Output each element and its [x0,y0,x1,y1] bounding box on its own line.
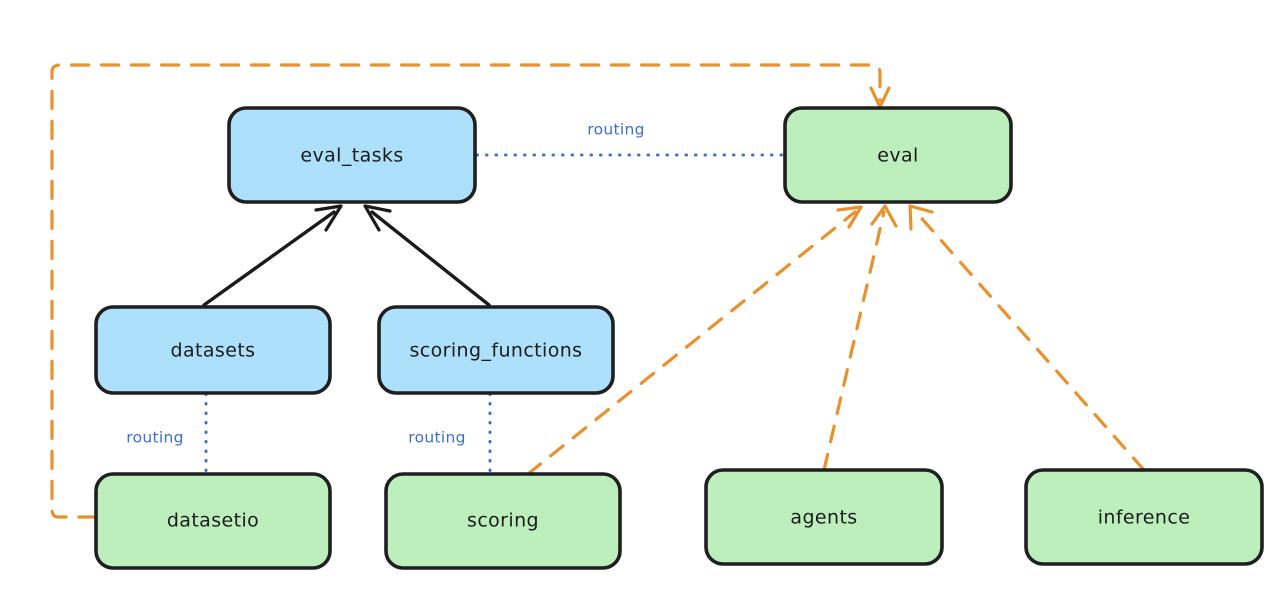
node-label: agents [790,507,857,529]
node-eval[interactable]: eval [783,106,1013,204]
node-shape [783,106,1013,204]
node-layer: eval_tasks eval datasets scoring_functio… [94,106,1264,570]
edge-label-routing-eval-tasks-eval: routing [587,121,645,139]
node-shape [227,106,477,204]
node-shape [384,472,622,570]
node-shape [1024,468,1264,566]
edge-scoring-functions-eval-tasks[interactable] [363,204,491,307]
node-label: eval_tasks [300,145,403,167]
node-datasetio[interactable]: datasetio [94,472,332,570]
edge-agents-eval[interactable] [822,204,898,472]
node-label: datasets [171,340,256,362]
node-datasets[interactable]: datasets [94,305,332,395]
node-eval-tasks[interactable]: eval_tasks [227,106,477,204]
node-shape [94,472,332,570]
node-label: datasetio [167,510,259,532]
node-label: eval [877,145,918,167]
node-label: scoring [467,510,539,532]
node-scoring[interactable]: scoring [384,472,622,570]
edge-path [914,210,1146,472]
arrowhead [870,204,898,228]
arrowhead [908,204,934,231]
edge-scoring-eval[interactable] [526,205,863,476]
arrowhead [363,204,392,232]
edge-label-routing-scoring-functions-scoring: routing [408,429,466,447]
edge-label-routing-datasets-datasetio: routing [126,429,184,447]
arrowhead [869,86,891,109]
edge-path [822,210,886,472]
edge-datasets-eval-tasks[interactable] [202,204,343,307]
edge-path [202,210,336,307]
arrowhead [836,205,863,229]
edge-path [370,210,491,307]
edge-datasetio-eval[interactable] [50,63,891,519]
arrowhead [314,204,343,232]
edge-inference-eval[interactable] [908,204,1146,472]
edge-path [50,63,882,519]
node-label: inference [1098,507,1191,529]
node-shape [377,305,615,395]
node-label: scoring_functions [410,340,583,362]
node-inference[interactable]: inference [1024,468,1264,566]
node-shape [94,305,332,395]
node-scoring-functions[interactable]: scoring_functions [377,305,615,395]
edge-path [526,210,857,476]
edge-layer [50,63,1146,519]
node-shape [704,468,944,566]
node-agents[interactable]: agents [704,468,944,566]
edge-label-layer: routing routing routing [126,121,645,447]
